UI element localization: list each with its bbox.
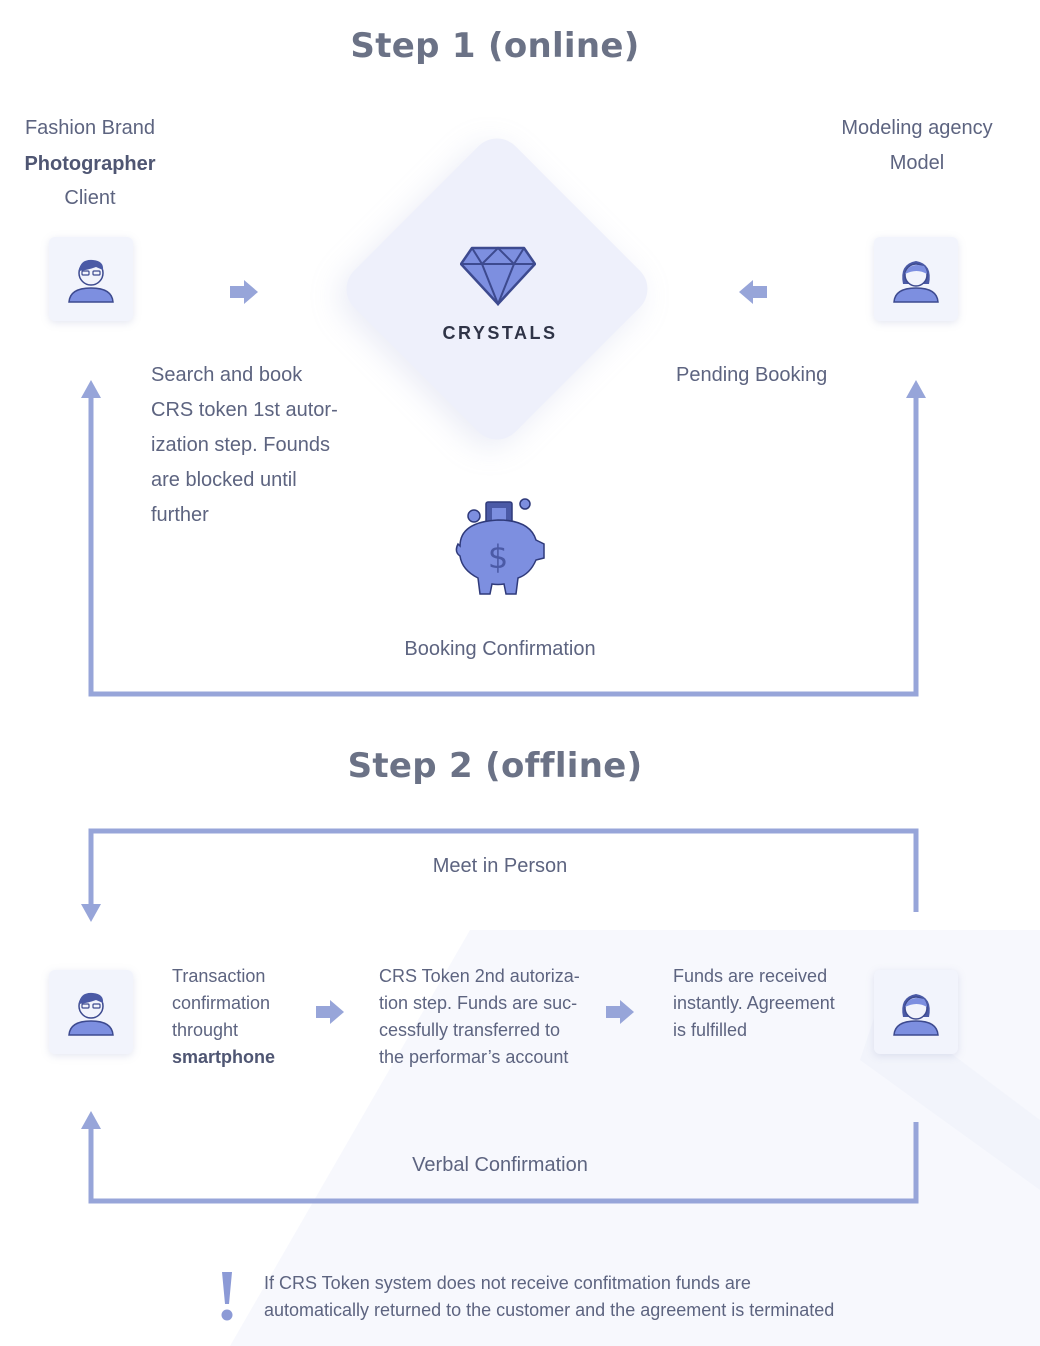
- notice-line: automatically returned to the customer a…: [264, 1300, 835, 1320]
- arrow-right-step1: [230, 280, 258, 304]
- search-text-line: ization step. Founds: [151, 434, 330, 456]
- col3-line: instantly. Agreement: [673, 993, 835, 1013]
- arrow-down-left-step2: [81, 904, 101, 922]
- step2-top-line: [88, 828, 919, 912]
- search-text-line: are blocked until: [151, 469, 297, 491]
- transaction-confirmation-text: Transaction confirmation throught smartp…: [172, 963, 312, 1071]
- client-avatar-icon: [68, 992, 114, 1036]
- model-avatar-card: [874, 237, 958, 321]
- col1-line: Transaction: [172, 966, 266, 986]
- model-avatar-icon: [893, 994, 939, 1036]
- search-text-line: further: [151, 504, 209, 526]
- col1-line: confirmation: [172, 993, 271, 1013]
- arrow-left-step1: [739, 280, 767, 304]
- col2-line: tion step. Funds are suc-: [379, 993, 578, 1013]
- col2-line: the performar’s account: [379, 1047, 569, 1067]
- step2-bottom-line: [88, 1122, 919, 1204]
- model-avatar-card-step2: [874, 970, 958, 1054]
- model-avatar-icon: [893, 261, 939, 303]
- client-avatar-card: [49, 237, 133, 321]
- arrow-up-right-step1: [906, 380, 926, 398]
- col2-line: cessfully transferred to: [379, 1020, 561, 1040]
- step1-title: Step 1 (online): [350, 26, 640, 66]
- col3-line: Funds are received: [673, 966, 828, 986]
- pending-booking-label: Pending Booking: [676, 364, 828, 386]
- search-text-line: CRS token 1st autor-: [151, 399, 338, 421]
- funds-received-text: Funds are received instantly. Agreement …: [673, 963, 863, 1044]
- col1-line-bold: smartphone: [172, 1047, 276, 1067]
- client-avatar-card-step2: [49, 970, 133, 1054]
- role-modeling-agency: Modeling agency: [841, 117, 993, 139]
- col1-line: throught: [172, 1020, 239, 1040]
- verbal-confirmation-label: Verbal Confirmation: [412, 1154, 588, 1176]
- arrow-up-left-step1: [81, 380, 101, 398]
- role-fashion-brand: Fashion Brand: [24, 117, 156, 139]
- role-client: Client: [64, 187, 116, 209]
- col2-line: CRS Token 2nd autoriza-: [379, 966, 580, 986]
- role-model: Model: [889, 152, 945, 174]
- arrow-up-left-step2: [81, 1111, 101, 1129]
- client-avatar-icon: [68, 259, 114, 303]
- svg-text:$: $: [488, 538, 508, 576]
- crs-token-second-step-text: CRS Token 2nd autoriza- tion step. Funds…: [379, 963, 599, 1071]
- booking-confirmation-label: Booking Confirmation: [404, 638, 596, 660]
- role-photographer: Photographer: [24, 153, 156, 175]
- arrow-right-step2-a: [316, 1000, 344, 1024]
- crystals-brand-label: CRYSTALS: [442, 323, 558, 343]
- notice-line: If CRS Token system does not receive con…: [264, 1273, 751, 1293]
- search-and-book-text: Search and book CRS token 1st autor- iza…: [151, 358, 371, 533]
- step1-loop-line: [88, 395, 919, 697]
- arrow-right-step2-b: [606, 1000, 634, 1024]
- diamond-icon: [460, 246, 536, 306]
- step2-title: Step 2 (offline): [347, 746, 643, 786]
- piggy-bank-icon: $: [455, 498, 545, 595]
- col3-line: is fulfilled: [673, 1020, 748, 1040]
- termination-notice: If CRS Token system does not receive con…: [264, 1270, 904, 1324]
- meet-in-person-label: Meet in Person: [432, 855, 568, 877]
- search-text-line: Search and book: [151, 364, 303, 386]
- exclamation-icon: [221, 1272, 233, 1321]
